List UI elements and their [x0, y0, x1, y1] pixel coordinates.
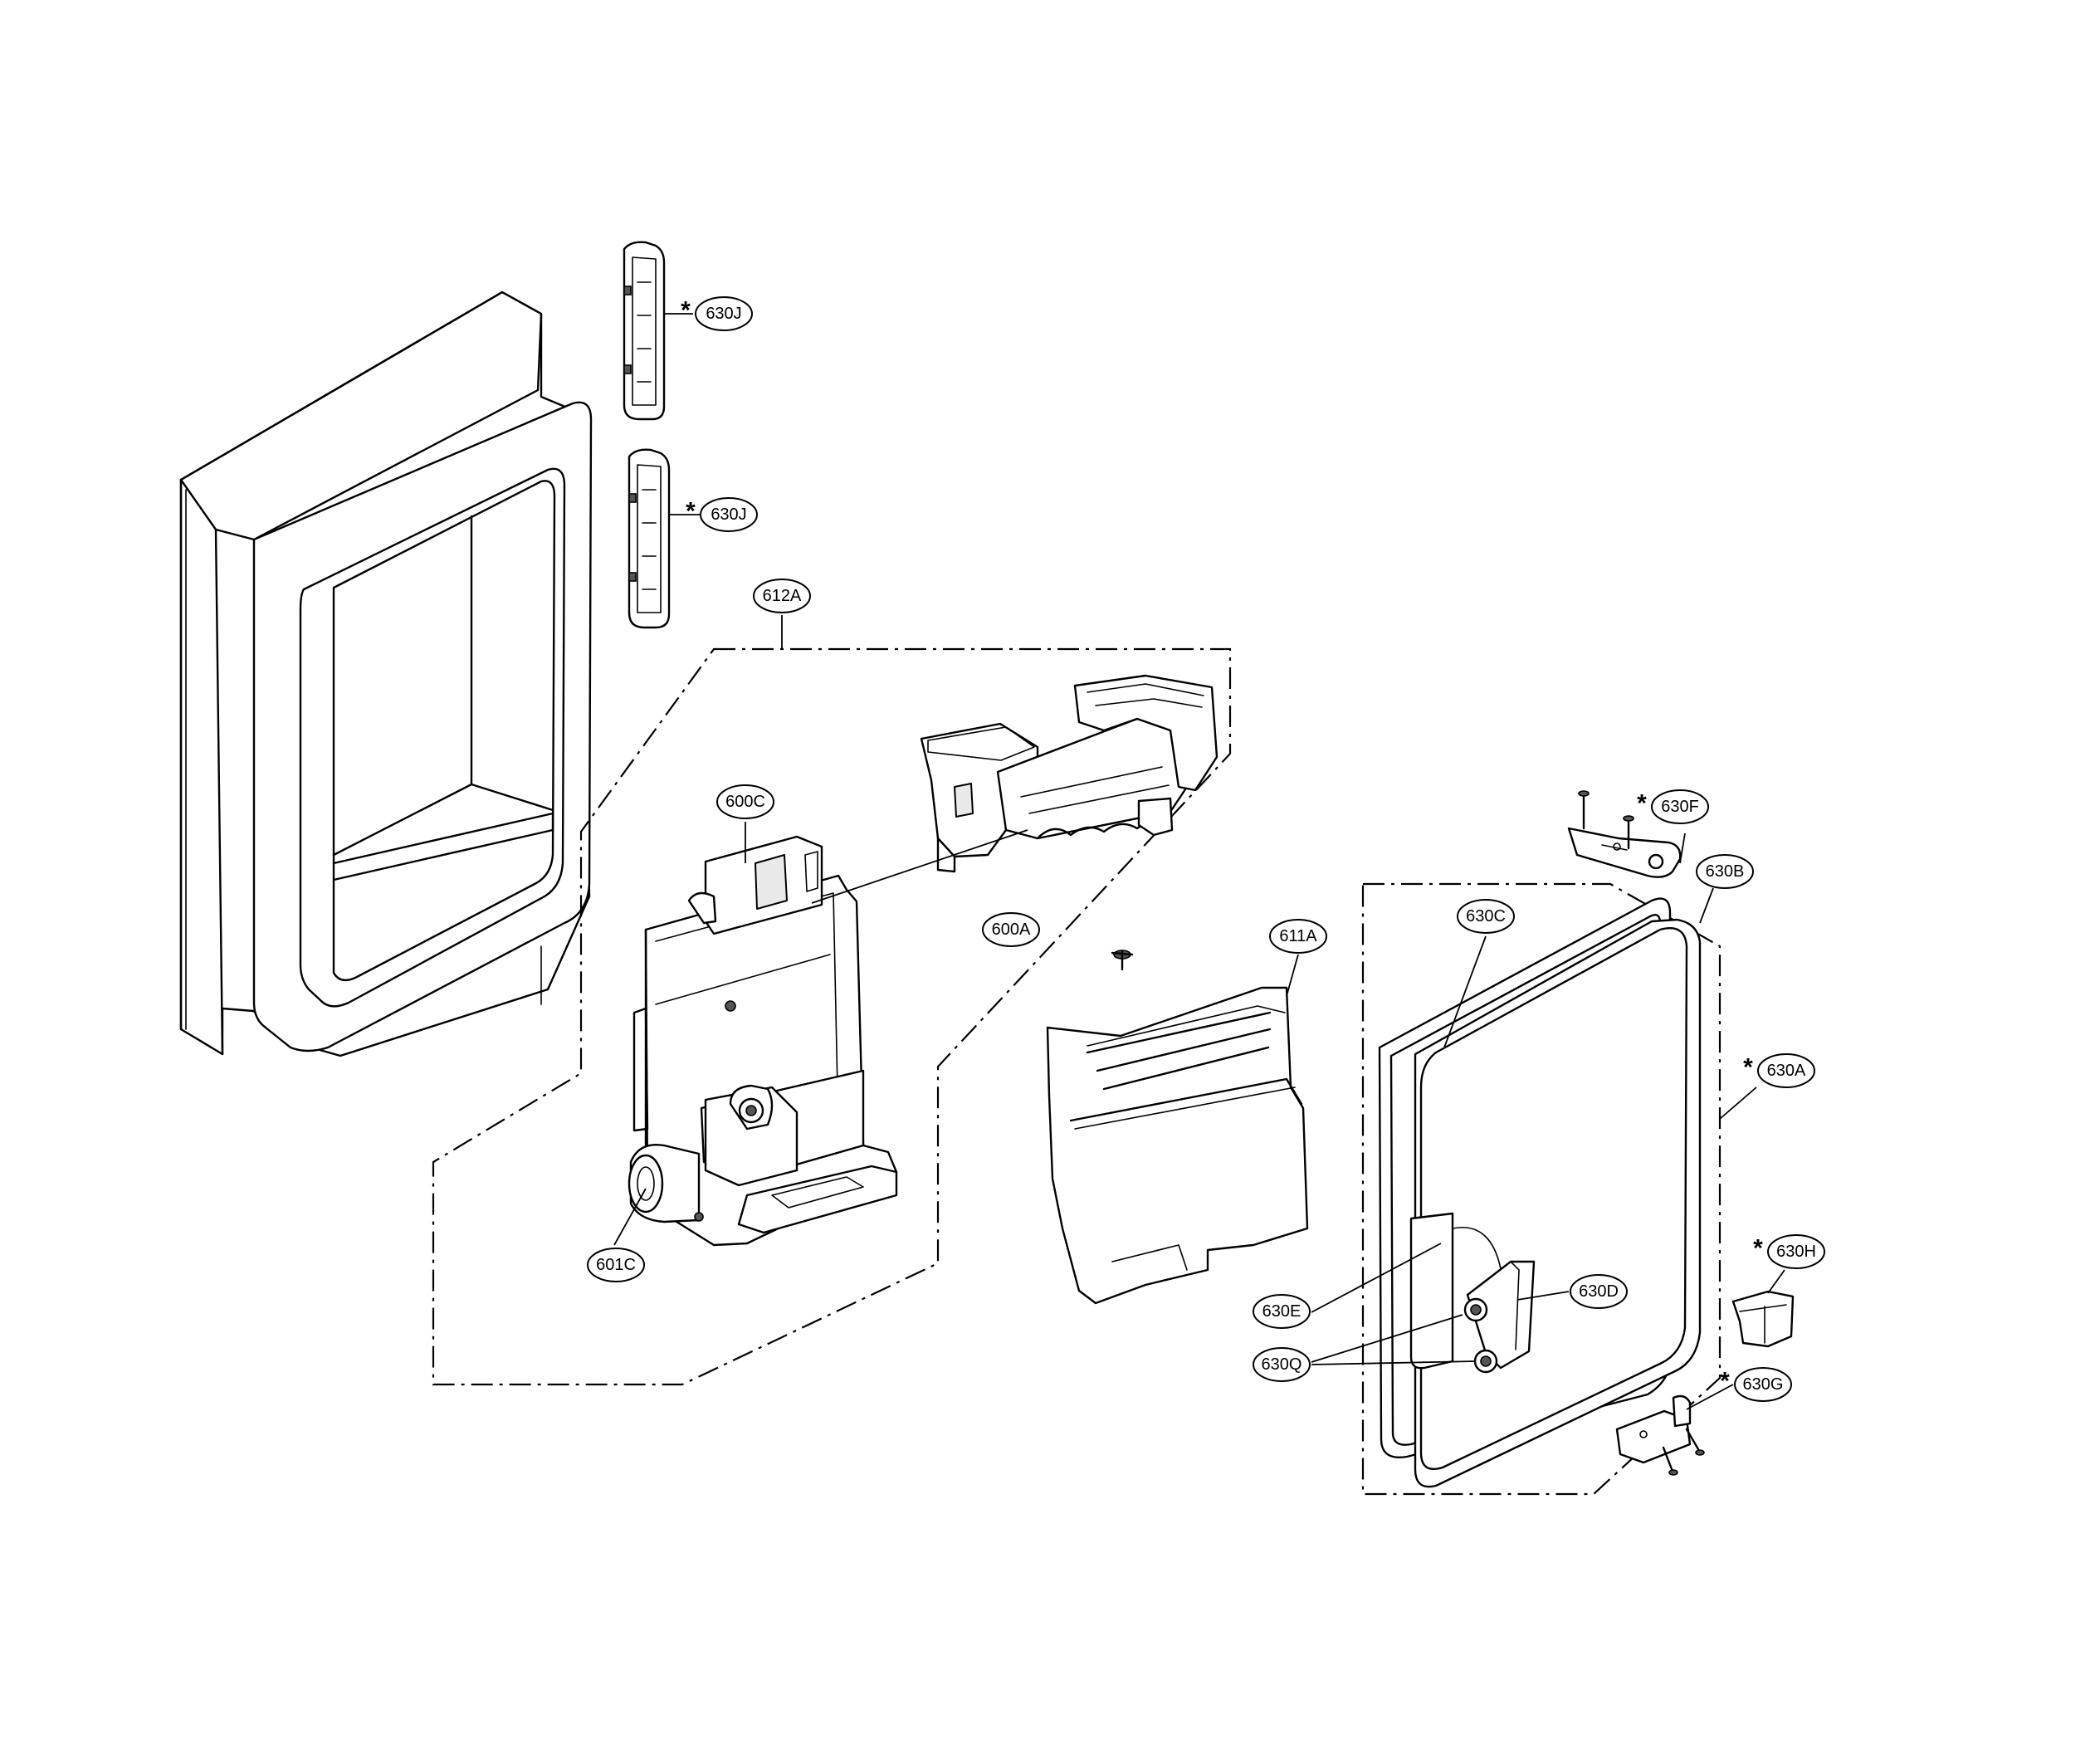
callout-star: * [1720, 1368, 1730, 1395]
callout-oval [753, 579, 811, 613]
mounting-screw [1111, 950, 1134, 971]
callout-oval [1457, 899, 1515, 934]
callout-630c: 630C [1457, 899, 1515, 934]
callout-oval [587, 1248, 645, 1282]
callout-611a: 611A [1269, 919, 1327, 954]
callout-oval [716, 784, 774, 819]
callout-630j-lower: 630J * [686, 497, 758, 532]
callout-630f: 630F * [1637, 789, 1709, 824]
callout-label: 600C [725, 793, 765, 811]
hinge-cap [1731, 1290, 1795, 1348]
callout-oval [1734, 1367, 1792, 1402]
callout-600c: 600C [716, 784, 774, 819]
handle-cap-upper [623, 241, 666, 421]
callout-star: * [1753, 1235, 1763, 1262]
callout-star: * [1637, 790, 1647, 818]
callout-oval [1253, 1294, 1311, 1329]
callout-630j-upper: 630J * [681, 296, 753, 331]
callout-630b: 630B [1696, 854, 1754, 889]
callout-oval [695, 296, 753, 331]
callout-oval [700, 497, 758, 532]
callout-label: 630A [1767, 1062, 1806, 1080]
callout-label: 630Q [1262, 1355, 1302, 1374]
handle-cap-lower [628, 448, 671, 629]
callout-oval [1757, 1053, 1815, 1088]
callout-star: * [686, 498, 696, 525]
ice-maker-assembly [920, 674, 1218, 873]
callout-label: 630C [1466, 907, 1506, 925]
callout-oval [1269, 919, 1327, 954]
callout-label: 601C [596, 1256, 636, 1274]
callout-600a: 600A [982, 912, 1040, 947]
top-hinge [1567, 790, 1682, 878]
callout-oval [1767, 1234, 1825, 1269]
lower-hinge [1615, 1394, 1705, 1476]
callout-label: 611A [1279, 927, 1317, 945]
callout-label: 600A [992, 921, 1031, 939]
callout-label: 630G [1743, 1375, 1784, 1394]
callout-630e: 630E [1253, 1294, 1311, 1329]
callout-630d: 630D [1570, 1274, 1628, 1309]
callout-630q: 630Q [1253, 1347, 1311, 1382]
callout-label: 630J [711, 505, 746, 524]
assembly-boundary-630a [1361, 882, 1722, 1496]
callout-oval [1651, 789, 1709, 824]
callout-oval [982, 912, 1040, 947]
callout-601c: 601C [587, 1248, 645, 1282]
callout-label: 630E [1262, 1302, 1302, 1321]
callout-label: 612A [763, 587, 802, 605]
callout-630h: 630H * [1753, 1234, 1825, 1269]
callout-label: 630F [1661, 798, 1699, 816]
callout-oval [1696, 854, 1754, 889]
callout-oval [1570, 1274, 1628, 1309]
door-panel [179, 291, 593, 1057]
dispenser-cover [1046, 986, 1309, 1305]
callout-630a: 630A * [1743, 1053, 1815, 1088]
dispenser-bracket [628, 835, 898, 1247]
callout-label: 630B [1706, 862, 1745, 881]
inner-door [1409, 918, 1702, 1488]
leader-lines [613, 313, 1785, 1410]
callout-630g: 630G * [1720, 1367, 1792, 1402]
callout-star: * [1743, 1054, 1753, 1082]
callout-star: * [681, 297, 691, 325]
assembly-boundary-612a [432, 647, 1232, 1386]
callouts: 630J * 630J * 612A 600C 600A 601C 611A 630F * 630B 6… [587, 296, 1825, 1402]
callout-label: 630J [706, 305, 741, 323]
callout-label: 630H [1776, 1243, 1816, 1261]
callout-label: 630D [1579, 1282, 1619, 1301]
callout-oval [1253, 1347, 1311, 1382]
callout-612a: 612A [753, 579, 811, 613]
